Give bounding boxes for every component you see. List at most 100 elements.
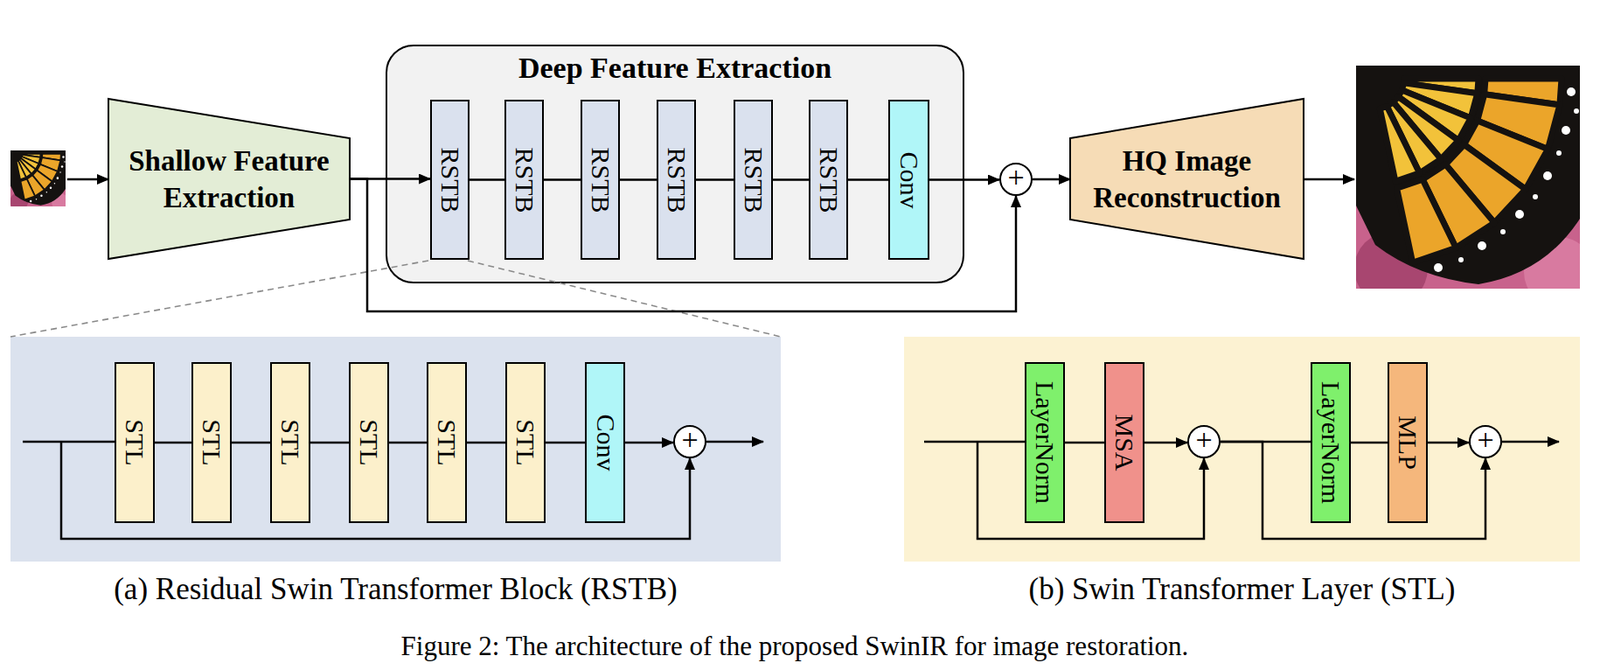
sum-node: + <box>999 162 1033 196</box>
node-label: RSTB <box>511 146 538 213</box>
sum-node: + <box>1187 424 1221 459</box>
node-label: Deep Feature Extraction <box>387 50 963 86</box>
connector <box>619 178 657 181</box>
trapezoid-shape <box>1070 98 1304 259</box>
node-label: STL <box>433 418 460 466</box>
connector <box>695 178 734 181</box>
connector <box>1064 441 1105 445</box>
input-arrow <box>67 178 109 181</box>
connector <box>466 441 506 445</box>
layer-box: LayerNorm <box>1310 361 1351 523</box>
layer-box: RSTB <box>656 99 696 260</box>
node-label: STL <box>198 418 225 466</box>
block-output-arrow <box>706 440 764 444</box>
module-trapezoid: Shallow Feature Extraction <box>108 98 350 259</box>
trapezoid-outline <box>1070 98 1304 259</box>
node-label: STL <box>121 418 148 466</box>
module-trapezoid: HQ Image Reconstruction <box>1070 98 1304 259</box>
connector <box>625 441 674 445</box>
trapezoid-shape <box>108 98 350 259</box>
panel-caption-row: (a) Residual Swin Transformer Block (RST… <box>10 571 781 607</box>
layer-box: RSTB <box>808 99 849 260</box>
layer-box: Conv <box>888 99 930 260</box>
node-label: RSTB <box>663 146 690 213</box>
node-label: RSTB <box>587 146 614 213</box>
node-label: + <box>1195 424 1212 455</box>
connector <box>389 441 427 445</box>
node-label: STL <box>512 418 539 466</box>
layer-box: STL <box>505 361 546 523</box>
layer-box: MSA <box>1104 361 1145 523</box>
connector <box>1350 441 1388 445</box>
connector <box>1427 441 1469 445</box>
layer-box: RSTB <box>733 99 773 260</box>
zoom-leaders <box>10 260 781 337</box>
connector <box>349 177 431 181</box>
node-label: RSTB <box>437 146 464 213</box>
connector <box>154 441 192 445</box>
node-label: (b) Swin Transformer Layer (STL) <box>1029 571 1456 606</box>
connector <box>469 178 505 181</box>
layer-box: STL <box>426 361 467 523</box>
node-label: Conv <box>591 413 619 471</box>
panel-caption-row: (b) Swin Transformer Layer (STL) <box>904 571 1580 607</box>
connector <box>848 178 889 181</box>
sum-node: + <box>1468 424 1503 459</box>
node-label: (a) Residual Swin Transformer Block (RST… <box>113 571 678 606</box>
layer-box: STL <box>270 361 311 523</box>
node-label: + <box>681 424 698 455</box>
node-label: STL <box>277 418 304 466</box>
layer-skip-wire <box>977 441 1204 539</box>
layer-box: STL <box>191 361 232 523</box>
zoom-leader <box>10 260 429 337</box>
layer-box: RSTB <box>504 99 544 260</box>
group-box: Deep Feature ExtractionRSTB RSTB RSTB RSTB R… <box>385 44 965 284</box>
layer-output-arrow <box>1502 440 1559 444</box>
node-label: LayerNorm <box>1031 381 1058 504</box>
input-image <box>10 150 70 211</box>
connector <box>1144 441 1188 445</box>
node-label: Conv <box>896 151 923 209</box>
layout-wires <box>22 179 1559 539</box>
connector <box>1220 441 1486 539</box>
layer-box: STL <box>348 361 390 523</box>
connector <box>929 178 1000 181</box>
connector <box>545 441 585 445</box>
layer-box: LayerNorm <box>1024 361 1065 523</box>
zoom-leader <box>467 260 781 337</box>
trapezoid-outline <box>108 98 350 259</box>
detail-panel: (b) Swin Transformer Layer (STL)LayerNor… <box>904 336 1580 562</box>
node-label: STL <box>355 418 383 466</box>
connector <box>1032 178 1071 181</box>
connector <box>1220 440 1311 444</box>
layer-box: Conv <box>584 361 626 523</box>
node-label: RSTB <box>815 146 842 213</box>
node-label: + <box>1476 424 1494 455</box>
connector <box>310 441 349 445</box>
connector <box>772 178 809 181</box>
block-skip-wire <box>61 441 690 539</box>
layer-input-wire <box>924 440 1025 444</box>
layer-box: RSTB <box>580 99 620 260</box>
node-label: Shallow Feature Extraction <box>118 142 340 216</box>
layer-box: RSTB <box>430 99 470 260</box>
node-label: MLP <box>1394 415 1421 470</box>
figure-caption: Figure 2: The architecture of the propos… <box>401 630 1190 661</box>
connector <box>231 441 271 445</box>
node-label: MSA <box>1111 413 1138 471</box>
caption-row: Figure 2: The architecture of the propos… <box>0 628 1590 664</box>
connector <box>543 178 581 181</box>
node-label: RSTB <box>740 146 767 213</box>
detail-panel: (a) Residual Swin Transformer Block (RST… <box>10 336 781 562</box>
node-label: HQ Image Reconstruction <box>1080 142 1294 216</box>
output-image <box>1354 65 1594 307</box>
connector <box>349 179 1016 313</box>
block-input-wire <box>22 440 115 444</box>
layer-box: STL <box>114 361 155 523</box>
output-arrow <box>1303 178 1355 181</box>
layer-box: MLP <box>1387 361 1428 523</box>
node-label: LayerNorm <box>1317 381 1344 504</box>
